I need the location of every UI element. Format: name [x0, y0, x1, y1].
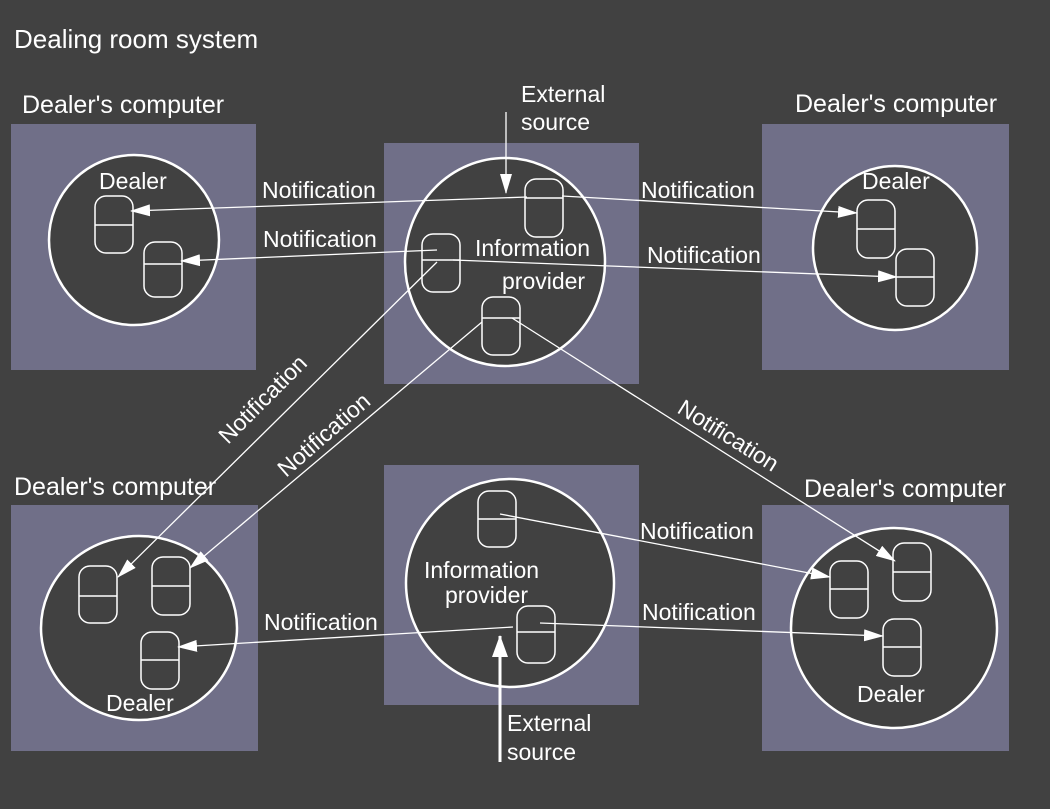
computer-label-top-right: Dealer's computer [795, 90, 997, 118]
notification-arrow-5 [117, 261, 438, 578]
notification-label-1: Notification [262, 177, 376, 203]
external-source-top-line2: source [521, 109, 590, 135]
provider-object-top-1 [524, 178, 564, 238]
external-source-bottom-line1: External [507, 710, 591, 736]
dealer-object-tr2 [895, 248, 935, 307]
notification-label-8: Notification [640, 518, 754, 544]
dealer-object-br2 [829, 560, 869, 619]
notification-label-3: Notification [263, 226, 377, 252]
external-source-top-line1: External [521, 81, 605, 107]
dealer-object-bl1 [78, 565, 118, 624]
notification-label-10: Notification [642, 599, 756, 625]
provider-label-top-line1: Information [475, 235, 590, 261]
provider-label-top-line2: provider [502, 268, 585, 294]
notification-arrow-7 [511, 317, 896, 562]
notification-label-2: Notification [641, 177, 755, 203]
dealer-object-bl2 [151, 556, 191, 616]
notification-label-4: Notification [647, 242, 761, 268]
notification-arrow-3 [180, 249, 438, 267]
notification-arrow-6 [189, 321, 483, 569]
process-circle-bottom [404, 477, 616, 689]
notification-arrow-1 [130, 196, 528, 217]
notification-label-9: Notification [264, 609, 378, 635]
dealer-object-br3 [882, 618, 922, 677]
provider-object-top-2 [421, 233, 461, 293]
dealer-object-tl1 [94, 195, 134, 254]
dealer-label-top-left: Dealer [99, 168, 167, 194]
notification-arrow-9 [177, 626, 514, 652]
dealer-label-bottom-left: Dealer [106, 690, 174, 716]
external-source-bottom-line2: source [507, 739, 576, 765]
dealer-object-tr1 [856, 199, 896, 259]
dealer-object-br1 [892, 542, 932, 602]
provider-object-bottom-1 [477, 490, 517, 548]
diagram-title: Dealing room system [14, 24, 258, 54]
dealer-object-tl2 [143, 241, 183, 298]
provider-object-bottom-2 [516, 605, 556, 664]
provider-label-bottom-line1: Information [424, 557, 539, 583]
notification-label-7: Notification [673, 394, 783, 476]
notification-label-6: Notification [272, 388, 375, 482]
notification-arrow-4 [452, 259, 898, 283]
dealer-label-top-right: Dealer [862, 168, 930, 194]
dealer-object-bl3 [140, 631, 180, 690]
provider-label-bottom-line2: provider [445, 582, 528, 608]
dealer-label-bottom-right: Dealer [857, 681, 925, 707]
computer-label-bottom-left: Dealer's computer [14, 473, 216, 501]
notification-arrow-10 [539, 622, 884, 642]
notification-arrow-2 [561, 195, 858, 218]
computer-label-bottom-right: Dealer's computer [804, 475, 1006, 503]
notification-arrow-8 [499, 513, 831, 580]
provider-object-top-3 [481, 296, 521, 356]
computer-label-top-left: Dealer's computer [22, 91, 224, 119]
